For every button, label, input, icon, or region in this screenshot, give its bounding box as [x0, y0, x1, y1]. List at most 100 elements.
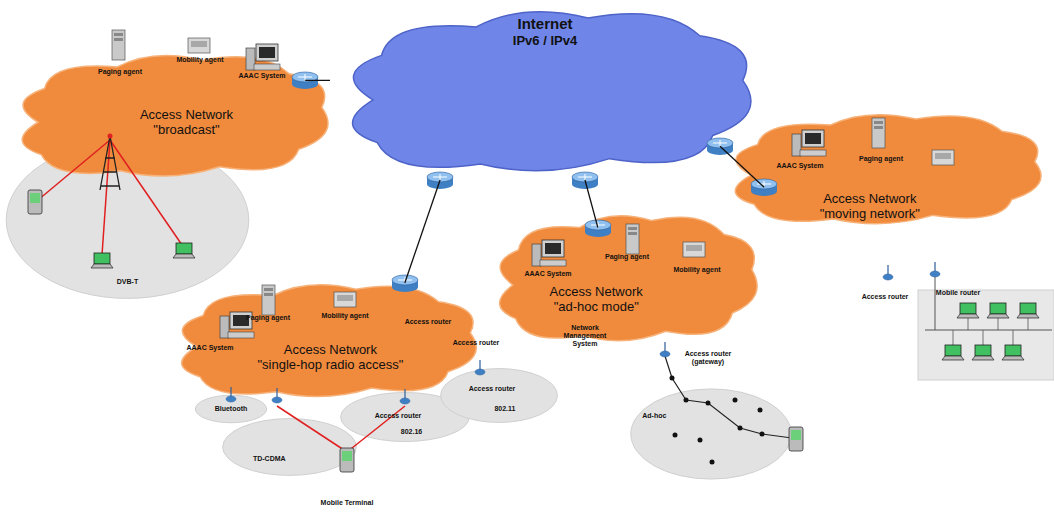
access-point-icon	[475, 369, 485, 375]
pc-tower	[532, 244, 541, 266]
ad-hoc-node	[670, 376, 675, 381]
access-point-icon	[400, 398, 410, 404]
node-text-group: Access Network"broadcast"	[140, 107, 233, 137]
node-text-group: InternetIPv6 / IPv4	[513, 15, 577, 49]
network-name: "broadcast"	[140, 122, 233, 137]
server-icon	[872, 118, 885, 148]
router-arrows	[578, 174, 592, 180]
server-icon	[262, 285, 275, 315]
agent-box-icon	[334, 292, 356, 307]
network-cloud: Access Network"single-hop radio access"	[165, 278, 483, 403]
network-name: 802.16	[401, 428, 422, 436]
antenna	[664, 342, 665, 352]
device-label: Network Management System	[559, 324, 611, 348]
pc-keyboard	[254, 64, 280, 70]
network-name: Ad-hoc	[642, 412, 666, 420]
coverage-outline	[441, 369, 558, 423]
node-text-group: 802.11	[494, 405, 515, 413]
coverage-ellipse: TD-CDMA	[222, 418, 357, 476]
agent-box-icon	[188, 38, 210, 53]
device-label: Mobility agent	[673, 266, 720, 274]
ad-hoc-node	[684, 398, 689, 403]
server-slot	[874, 121, 883, 124]
server-slot	[628, 232, 637, 235]
network-link	[585, 180, 598, 228]
device-label: Access router	[453, 339, 500, 347]
device-label: Access router (gateway)	[679, 350, 737, 366]
antenna	[934, 262, 935, 272]
ad-hoc-node	[698, 438, 703, 443]
laptop-screen	[176, 243, 192, 254]
device-label: Paging agent	[605, 253, 649, 261]
device-label: Access router	[469, 385, 516, 393]
device-label: Access router	[862, 293, 909, 301]
access-point-icon	[226, 396, 236, 402]
ad-hoc-node	[733, 398, 738, 403]
outline-svg	[222, 418, 357, 476]
router-top	[585, 220, 611, 230]
handheld-icon	[789, 427, 803, 451]
bus-drop	[1013, 330, 1014, 345]
laptop-screen	[1005, 345, 1021, 356]
server-slot	[114, 38, 123, 41]
network-name: DVB-T	[117, 278, 138, 286]
antenna	[276, 388, 277, 398]
coverage-outline	[195, 395, 266, 422]
outline-svg	[630, 388, 792, 480]
device-label: AAAC System	[186, 344, 233, 352]
handheld-screen	[791, 430, 801, 440]
coverage-ellipse: DVB-T	[5, 140, 250, 300]
access-point-icon	[660, 351, 670, 357]
network-name: "single-hop radio access"	[257, 357, 403, 372]
network-name: Access Network	[550, 284, 643, 299]
moving-bus	[925, 277, 1052, 330]
node-text-group: 802.16	[401, 428, 422, 436]
cloud-outline	[182, 285, 477, 397]
cloud-outline	[735, 115, 1041, 224]
network-name: Access Network	[820, 191, 920, 206]
pc-tower	[792, 134, 801, 156]
server-slot	[114, 33, 123, 36]
antenna	[230, 387, 231, 397]
device-label: Access router	[375, 412, 422, 420]
router-top	[392, 275, 418, 285]
device-label: Paging agent	[98, 68, 142, 76]
pc-keyboard	[800, 150, 826, 156]
agent-box-panel	[686, 245, 702, 251]
coverage-outline	[223, 419, 357, 476]
pc-monitor	[542, 240, 564, 257]
outline-svg	[5, 140, 250, 300]
pc-monitor	[256, 44, 278, 61]
device-label: Paging agent	[859, 155, 903, 163]
network-cloud: InternetIPv6 / IPv4	[330, 2, 760, 180]
device-label: Mobility agent	[176, 56, 223, 64]
cloud-outline	[500, 216, 758, 341]
bus-drop	[998, 318, 999, 330]
pc-keyboard	[540, 260, 566, 266]
outline-svg	[165, 278, 483, 403]
tower-tip	[108, 134, 113, 139]
node-text-group: Access Network"moving network"	[820, 191, 920, 221]
laptop-base	[1002, 356, 1024, 360]
node-text-group: Access Network"single-hop radio access"	[257, 342, 403, 372]
router-arrows	[433, 174, 447, 180]
ad-hoc-node	[760, 432, 765, 437]
outline-svg	[485, 208, 763, 348]
node-text-group: Ad-hoc	[642, 412, 666, 420]
ad-hoc-node	[738, 426, 743, 431]
laptop-base	[1017, 314, 1039, 318]
laptop-base	[987, 314, 1009, 318]
coverage-ellipse: Ad-hoc	[630, 388, 792, 480]
device-label: Mobility agent	[321, 312, 368, 320]
antenna	[887, 265, 888, 275]
laptop-screen	[945, 345, 961, 356]
pc-tower	[246, 48, 255, 70]
bus-drop	[983, 330, 984, 345]
pc-screen	[805, 133, 821, 144]
pc-screen	[545, 243, 561, 254]
network-title: IPv6 / IPv4	[513, 32, 577, 49]
network-name: "ad-hoc mode"	[550, 299, 643, 314]
coverage-ellipse: 802.11	[440, 368, 558, 423]
